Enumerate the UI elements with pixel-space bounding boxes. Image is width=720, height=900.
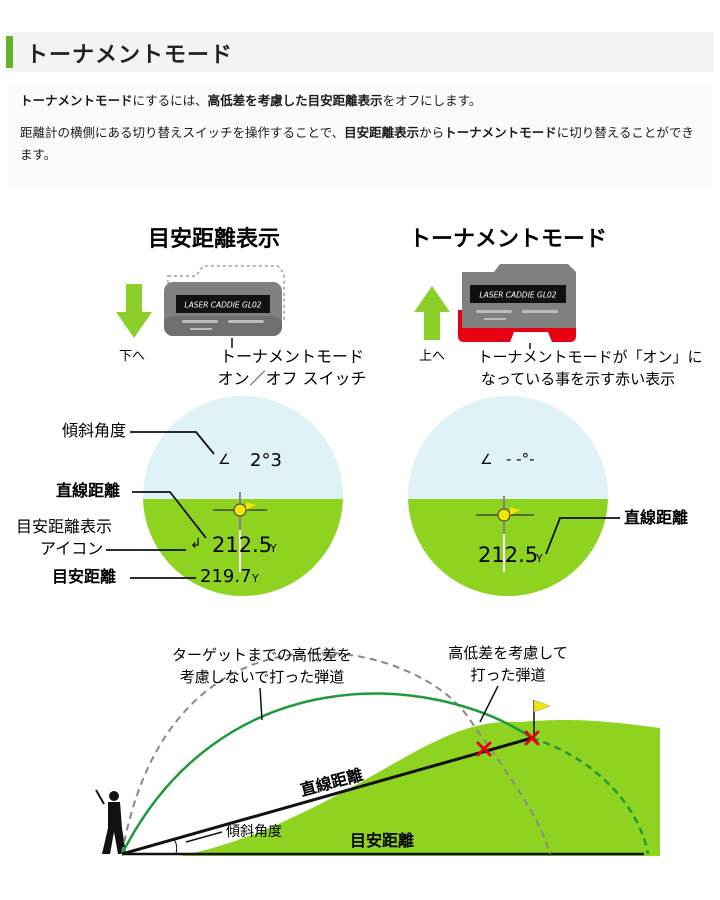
device-brand-text: LASER CADDIE GL02	[184, 301, 261, 310]
indicator-label-line-1: トーナメントモードが「オン」に	[477, 348, 702, 366]
right-heading: トーナメントモード	[409, 227, 607, 252]
readout-angle: - -°-	[506, 450, 535, 468]
callout-line	[259, 687, 263, 721]
section-title: トーナメントモード	[26, 43, 234, 68]
body-text: 距離計の横側にある切り替えスイッチを操作することで、	[20, 125, 345, 140]
device-brand-text: LASER CADDIE GL02	[479, 291, 556, 300]
impact-marker-icon	[476, 730, 540, 757]
target-mode-icon: ↲	[190, 536, 202, 552]
readout-angle: 2°3	[250, 450, 282, 471]
emphasis-text: 高低差を考慮した目安距離表示	[207, 93, 383, 108]
intro-box: トーナメントモードにするには、高低差を考慮した目安距離表示をオフにします。 距離…	[8, 82, 712, 186]
callout-line	[132, 491, 207, 539]
label-icon-line-2: アイコン	[40, 539, 103, 558]
rangefinder-device-left: LASER CADDIE GL02	[164, 265, 285, 336]
angle-arrow-icon: ∠	[218, 452, 231, 468]
callout-line	[545, 517, 620, 555]
illustration: 目安距離表示 下へ LASER CADDIE GL02 トーナメントモード オン…	[16, 226, 703, 856]
switch-label-line-1: トーナメントモード	[220, 347, 364, 366]
indicator-label-line-2: なっている事を示す赤い表示	[481, 370, 675, 388]
label-angle-trajectory: 傾斜角度	[226, 824, 282, 840]
angle-arrow-icon: ∠	[480, 452, 493, 468]
unit-label: Y	[251, 572, 259, 585]
left-heading: 目安距離表示	[148, 226, 280, 252]
readout-direct: 212.5	[212, 533, 272, 557]
intro-paragraph-2: 距離計の横側にある切り替えスイッチを操作することで、目安距離表示からトーナメント…	[8, 122, 712, 166]
label-with-elevation-line-2: 打った弾道	[470, 666, 545, 684]
readout-direct: 212.5	[478, 543, 538, 567]
intro-paragraph-1: トーナメントモードにするには、高低差を考慮した目安距離表示をオフにします。	[8, 90, 493, 112]
body-text: にするには、	[132, 93, 208, 108]
unit-label: Y	[269, 542, 277, 555]
label-direct: 直線距離	[624, 508, 688, 527]
emphasis-text: 目安距離表示	[344, 125, 420, 140]
label-target-trajectory: 目安距離	[350, 831, 414, 850]
label-icon-line-1: 目安距離表示	[16, 517, 112, 536]
body-text: に切り替えることができます。	[20, 125, 694, 162]
readout-target: 219.7	[200, 566, 252, 587]
right-direction-label: 上へ	[419, 349, 445, 364]
label-no-elevation-line-2: 考慮しないで打った弾道	[180, 668, 345, 686]
scope-view-right: ∠ - -°- 212.5 Y	[408, 396, 608, 596]
section-header: トーナメントモード	[6, 32, 714, 72]
golfer-icon	[95, 789, 126, 854]
callout-line	[479, 685, 499, 723]
body-text: から	[419, 125, 445, 140]
label-target: 目安距離	[52, 567, 116, 586]
left-direction-label: 下へ	[119, 349, 145, 364]
label-angle: 傾斜角度	[62, 421, 126, 440]
emphasis-text: トーナメントモード	[20, 93, 133, 108]
unit-label: Y	[535, 552, 543, 565]
arrow-down-icon	[116, 284, 152, 338]
label-no-elevation-line-1: ターゲットまでの高低差を	[172, 646, 352, 664]
arrow-up-icon	[414, 286, 450, 340]
label-direct: 直線距離	[56, 481, 120, 500]
callout-line	[185, 831, 223, 843]
trajectory-diagram	[95, 651, 660, 856]
emphasis-text: トーナメントモード	[444, 125, 557, 140]
body-text: をオフにします。	[382, 93, 482, 108]
flag-icon	[533, 699, 551, 713]
label-with-elevation-line-1: 高低差を考慮して	[448, 644, 568, 662]
callout-line	[130, 431, 215, 455]
accent-bar	[6, 36, 13, 68]
rangefinder-device-right: LASER CADDIE GL02	[458, 264, 576, 342]
switch-label-line-2: オン／オフ スイッチ	[217, 369, 366, 388]
scope-view-left: ∠ 2°3 ↲ 212.5 Y 219.7 Y	[143, 396, 343, 596]
